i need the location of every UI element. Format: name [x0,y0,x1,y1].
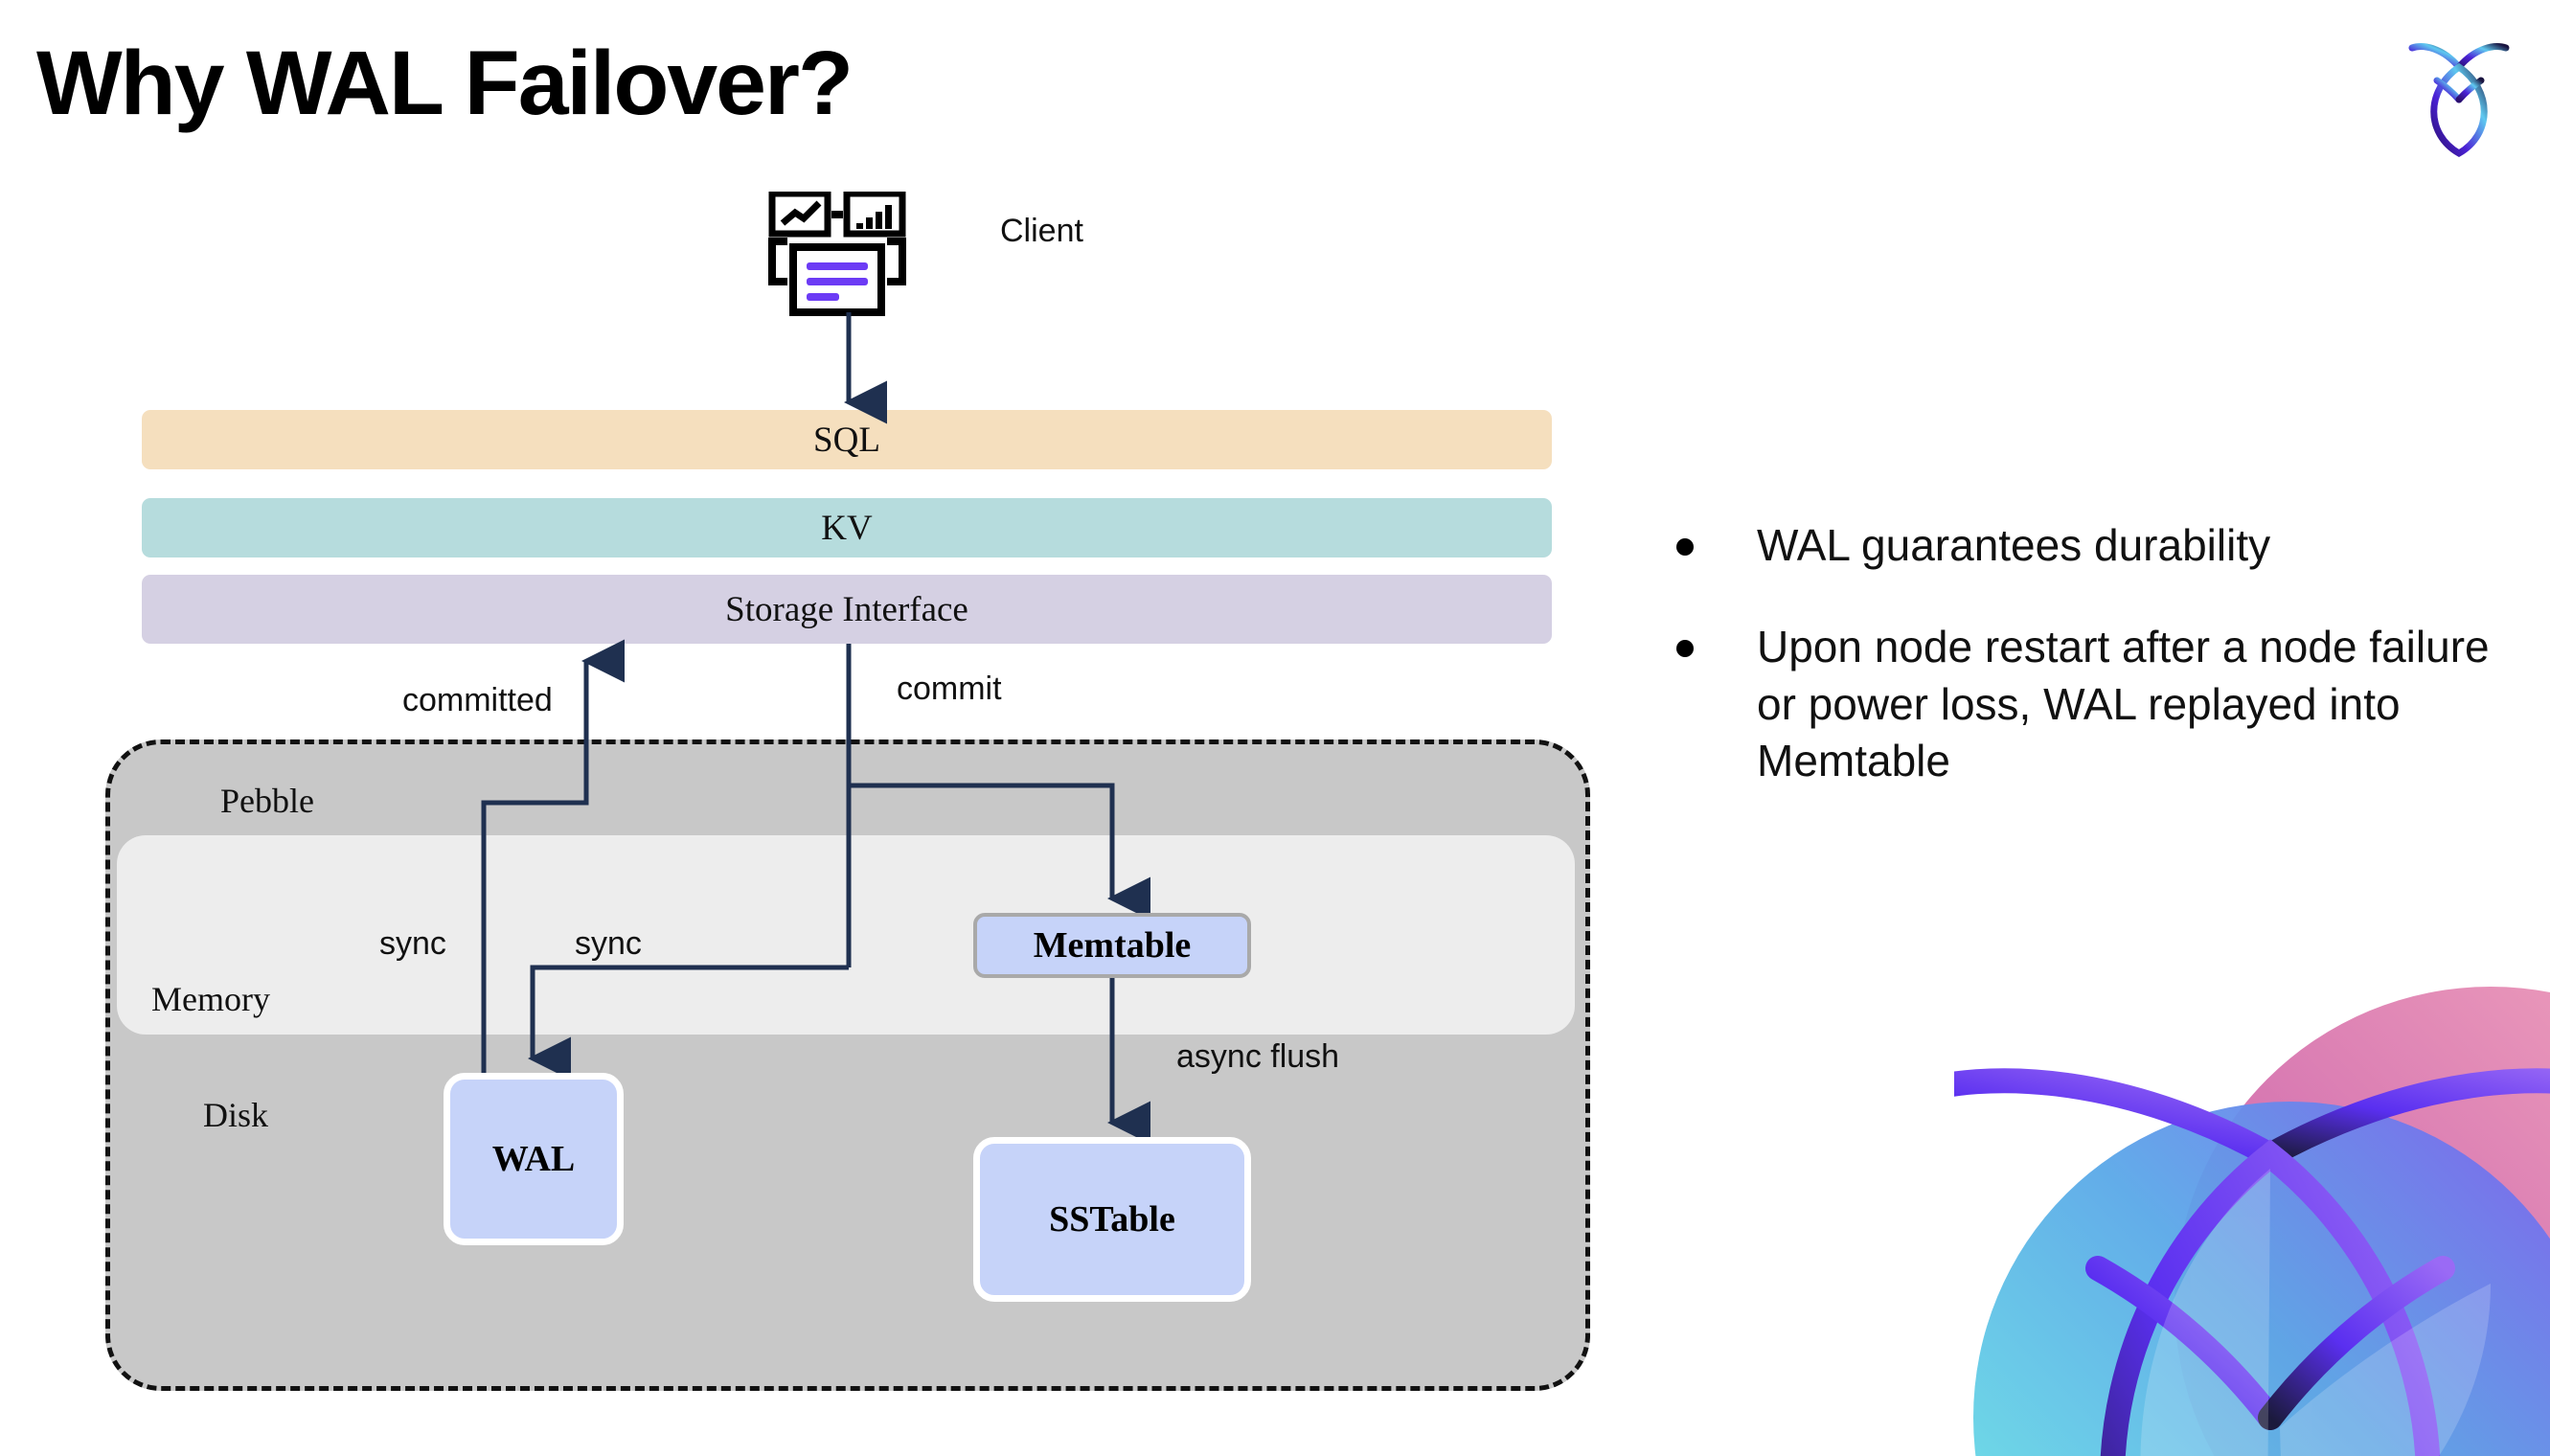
node-memtable: Memtable [973,913,1251,978]
cockroach-leaf-logo-icon [2387,31,2531,165]
layer-bar-sql-label: SQL [813,420,880,460]
pebble-label: Pebble [220,782,314,820]
memory-region [117,835,1575,1035]
layer-bar-kv-label: KV [821,508,873,548]
bullet-text: Upon node restart after a node failure o… [1757,621,2490,786]
list-item: WAL guarantees durability [1676,517,2500,575]
edge-label-commit: commit [897,671,1002,707]
memory-label: Memory [151,980,270,1018]
decorative-logo-graphic [1954,920,2550,1456]
client-monitor-icon [766,190,920,326]
bullet-dot-icon [1676,538,1694,556]
edge-label-sync-left: sync [379,925,446,962]
node-sstable: SSTable [973,1137,1251,1302]
layer-bar-storage-interface-label: Storage Interface [725,589,968,629]
edge-label-sync-right: sync [575,925,642,962]
node-wal-label: WAL [491,1139,576,1179]
edge-label-committed: committed [402,682,553,718]
page-title: Why WAL Failover? [36,33,854,134]
layer-bar-kv: KV [142,498,1552,557]
bullet-text: WAL guarantees durability [1757,520,2271,570]
node-wal: WAL [444,1073,624,1245]
node-memtable-label: Memtable [1033,925,1192,966]
bullet-list: WAL guarantees durability Upon node rest… [1676,517,2500,834]
layer-bar-storage-interface: Storage Interface [142,575,1552,644]
layer-bar-sql: SQL [142,410,1552,469]
bullet-dot-icon [1676,639,1694,657]
list-item: Upon node restart after a node failure o… [1676,619,2500,790]
disk-label: Disk [203,1096,269,1134]
edge-label-async-flush: async flush [1176,1038,1340,1075]
node-sstable-label: SSTable [1049,1199,1175,1240]
client-label: Client [1000,213,1083,249]
